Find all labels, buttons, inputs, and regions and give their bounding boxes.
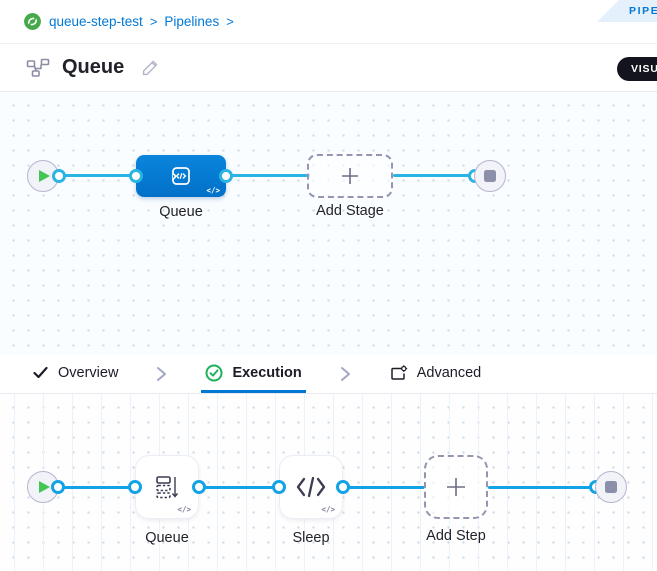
play-icon bbox=[39, 481, 50, 493]
step-yaml-badge: </> bbox=[177, 505, 191, 514]
stage-yaml-badge: </> bbox=[206, 186, 220, 195]
step2-label: Sleep bbox=[292, 530, 330, 546]
stage-node-queue[interactable]: </> bbox=[136, 155, 226, 197]
ribbon-label: PIPELINE STUDIO bbox=[629, 5, 657, 17]
chevron-right-icon bbox=[156, 355, 167, 393]
edge-stage-to-addstage bbox=[226, 174, 310, 177]
tab-advanced[interactable]: Advanced bbox=[385, 355, 486, 393]
port-step1-in[interactable] bbox=[128, 480, 142, 494]
breadcrumb-separator: > bbox=[149, 14, 158, 29]
breadcrumb-separator: > bbox=[226, 14, 234, 29]
add-stage-label: Add Stage bbox=[316, 203, 384, 219]
chevron-right-icon bbox=[340, 355, 351, 393]
breadcrumb-link-project[interactable]: queue-step-test bbox=[49, 14, 143, 29]
port-step1-out[interactable] bbox=[192, 480, 206, 494]
check-icon bbox=[33, 366, 48, 379]
tab-label: Execution bbox=[232, 364, 302, 381]
pipeline-icon bbox=[26, 58, 50, 77]
execution-canvas[interactable]: </> Queue </> Sleep Add Step bbox=[0, 394, 657, 571]
tab-overview[interactable]: Overview bbox=[28, 355, 122, 393]
custom-stage-icon bbox=[172, 167, 190, 185]
add-step-button[interactable] bbox=[424, 455, 488, 519]
add-step-label: Add Step bbox=[426, 528, 486, 544]
execution-end-node[interactable] bbox=[595, 471, 627, 503]
edge-addstage-to-end bbox=[393, 174, 476, 177]
project-icon bbox=[24, 13, 41, 30]
port-start-out[interactable] bbox=[51, 480, 65, 494]
queue-step-icon bbox=[156, 476, 179, 499]
edge-start-to-step1 bbox=[58, 486, 136, 489]
edge-step1-to-step2 bbox=[199, 486, 280, 489]
step-node-sleep[interactable]: </> bbox=[279, 455, 343, 519]
breadcrumb-link-pipelines[interactable]: Pipelines bbox=[164, 14, 220, 29]
stage-canvas[interactable]: </> Queue Add Stage bbox=[0, 92, 657, 355]
pencil-icon bbox=[143, 60, 158, 75]
tab-execution[interactable]: Execution bbox=[201, 355, 306, 393]
stop-icon bbox=[605, 481, 617, 493]
tab-label: Overview bbox=[58, 364, 119, 381]
plus-icon bbox=[342, 168, 358, 184]
port-step2-out[interactable] bbox=[336, 480, 350, 494]
check-circle-icon bbox=[205, 364, 223, 381]
port-step2-in[interactable] bbox=[272, 480, 286, 494]
edit-pipeline-name-button[interactable] bbox=[138, 56, 162, 80]
pipeline-end-node[interactable] bbox=[474, 160, 506, 192]
step-node-queue[interactable]: </> bbox=[135, 455, 199, 519]
tab-label: Advanced bbox=[416, 364, 482, 381]
add-stage-button[interactable] bbox=[307, 154, 393, 198]
advanced-settings-icon bbox=[390, 364, 407, 380]
breadcrumb: queue-step-test > Pipelines > bbox=[0, 0, 657, 44]
port-stage-in[interactable] bbox=[129, 169, 143, 183]
pipeline-title-bar: Queue bbox=[0, 44, 657, 92]
plus-icon bbox=[447, 478, 465, 496]
stage-config-tabs: Overview Execution Advanced bbox=[0, 355, 657, 394]
visual-yaml-toggle[interactable]: VISUAL bbox=[617, 57, 657, 81]
play-icon bbox=[39, 170, 50, 182]
code-step-icon bbox=[296, 476, 326, 498]
edge-addstep-to-end bbox=[488, 486, 597, 489]
edge-step2-to-addstep bbox=[343, 486, 425, 489]
step-yaml-badge: </> bbox=[321, 505, 335, 514]
edge-start-to-stage bbox=[59, 174, 137, 177]
port-start-out[interactable] bbox=[52, 169, 66, 183]
stage-label: Queue bbox=[159, 204, 203, 220]
port-stage-out[interactable] bbox=[219, 169, 233, 183]
stop-icon bbox=[484, 170, 496, 182]
page-title: Queue bbox=[62, 56, 125, 78]
step1-label: Queue bbox=[145, 530, 189, 546]
